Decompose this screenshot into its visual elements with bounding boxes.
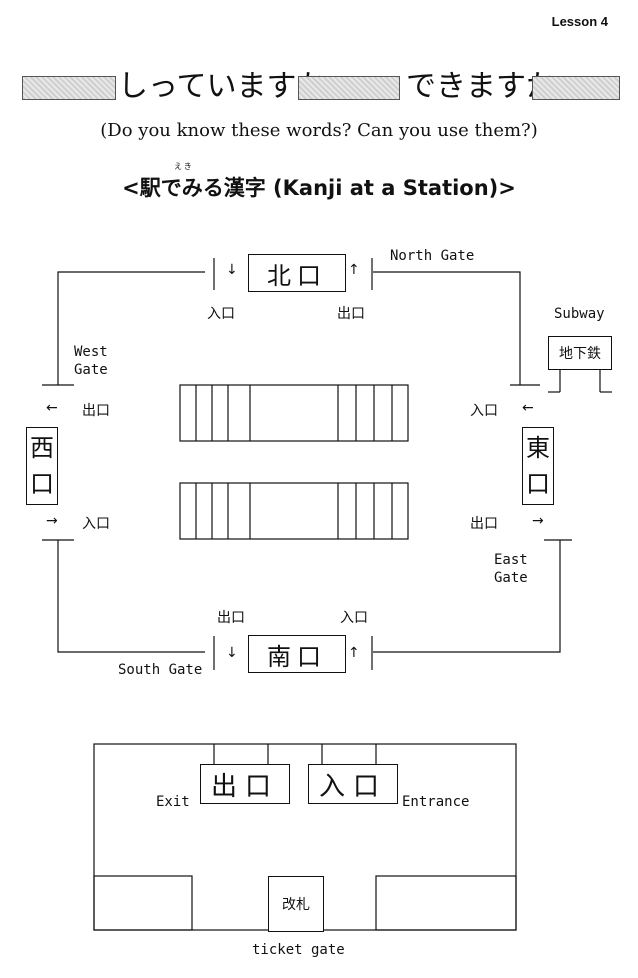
east-gate-sign: 東 口 [522, 427, 554, 505]
south-gate-sign: 南口 [248, 635, 346, 673]
title-part2: できますか [406, 69, 556, 104]
north-gate-sign: 北口 [248, 254, 346, 292]
furigana-eki: えき [174, 162, 194, 171]
fill-box-1 [22, 76, 116, 100]
west-gate-kanji-bottom: 口 [30, 470, 54, 498]
south-gate-label: South Gate [118, 662, 203, 678]
east-gate-label-line1: East [494, 552, 528, 568]
north-gate-label: North Gate [390, 248, 475, 264]
lesson-number: Lesson 4 [551, 14, 608, 29]
entrance-label: Entrance [402, 794, 470, 810]
south-arrow-in: ↓ [226, 645, 238, 661]
title-part1: しっていますか [118, 69, 327, 104]
exit-label: Exit [156, 794, 190, 810]
west-gate-kanji-top: 西 [30, 434, 54, 462]
west-arrow-exit: ← [46, 400, 58, 416]
ticket-gate-label: ticket gate [252, 942, 345, 958]
east-arrow-entrance: ← [522, 400, 534, 416]
subway-sign: 地下鉄 [548, 336, 612, 370]
north-arrow-in: ↓ [226, 262, 238, 278]
east-entrance-label: 入口 [470, 403, 498, 419]
west-gate-label-line2: Gate [74, 362, 108, 378]
exit-sign: 出口 [200, 764, 290, 804]
east-arrow-exit: → [532, 513, 544, 529]
section-heading: <駅でみる漢字 (Kanji at a Station)> [122, 176, 516, 200]
west-gate-label-line1: West [74, 344, 108, 360]
east-gate-kanji-bottom: 口 [526, 470, 550, 498]
ticket-gate-sign: 改札 [268, 876, 324, 932]
east-gate-kanji-top: 東 [526, 434, 550, 462]
south-entrance-label: 入口 [340, 610, 368, 626]
west-arrow-entrance: → [46, 513, 58, 529]
west-gate-sign: 西 口 [26, 427, 58, 505]
west-exit-label: 出口 [82, 403, 110, 419]
north-entrance-label: 入口 [207, 306, 235, 322]
east-gate-label-line2: Gate [494, 570, 528, 586]
subtitle: (Do you know these words? Can you use th… [100, 120, 538, 141]
north-arrow-out: ↑ [348, 262, 360, 278]
subway-label: Subway [554, 306, 605, 322]
west-entrance-label: 入口 [82, 516, 110, 532]
south-exit-label: 出口 [217, 610, 245, 626]
fill-box-2 [298, 76, 400, 100]
south-arrow-out: ↑ [348, 645, 360, 661]
title-row: しっていますか できますか [22, 68, 620, 108]
north-exit-label: 出口 [337, 306, 365, 322]
east-exit-label: 出口 [470, 516, 498, 532]
entrance-sign: 入口 [308, 764, 398, 804]
fill-box-3 [532, 76, 620, 100]
